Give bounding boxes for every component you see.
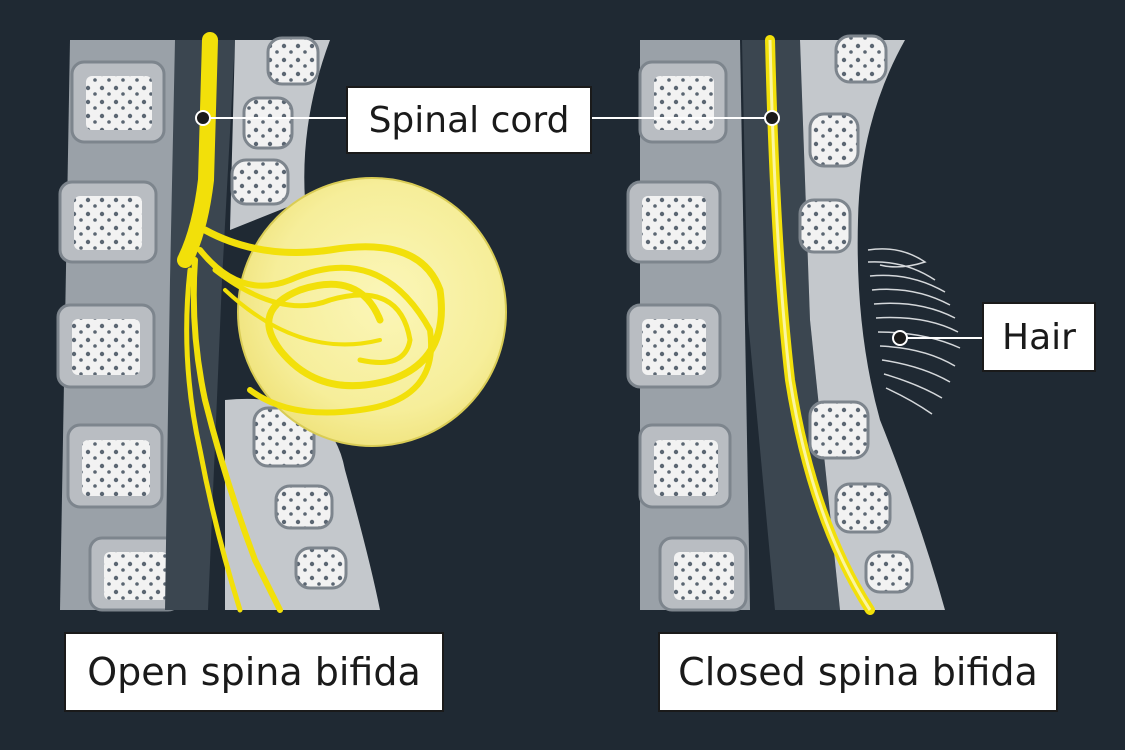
open-spine-vertebra-cores [72,76,168,600]
closed-spine-hair-tuft [867,248,961,415]
open-spine-cord-pointer-dot [195,110,211,126]
open-spina-bifida-caption: Open spina bifida [64,632,444,712]
closed-spine-posterior [800,40,945,610]
closed-spina-bifida-caption: Closed spina bifida [658,632,1058,712]
open-spine-cord [177,32,445,613]
closed-spine-cord-pointer-dot [764,110,780,126]
open-spine [56,32,507,613]
leader-lines [210,117,982,339]
open-spine-canal [165,40,235,610]
closed-spine-vertebra-cores [642,76,734,600]
closed-spine-canal [742,40,840,610]
hair-pointer-dot [892,330,908,346]
closed-spine-processes [798,34,914,594]
closed-spine [626,34,961,615]
open-spine-sac [237,177,507,447]
spinal-cord-label: Spinal cord [346,86,592,154]
hair-label: Hair [982,302,1096,372]
